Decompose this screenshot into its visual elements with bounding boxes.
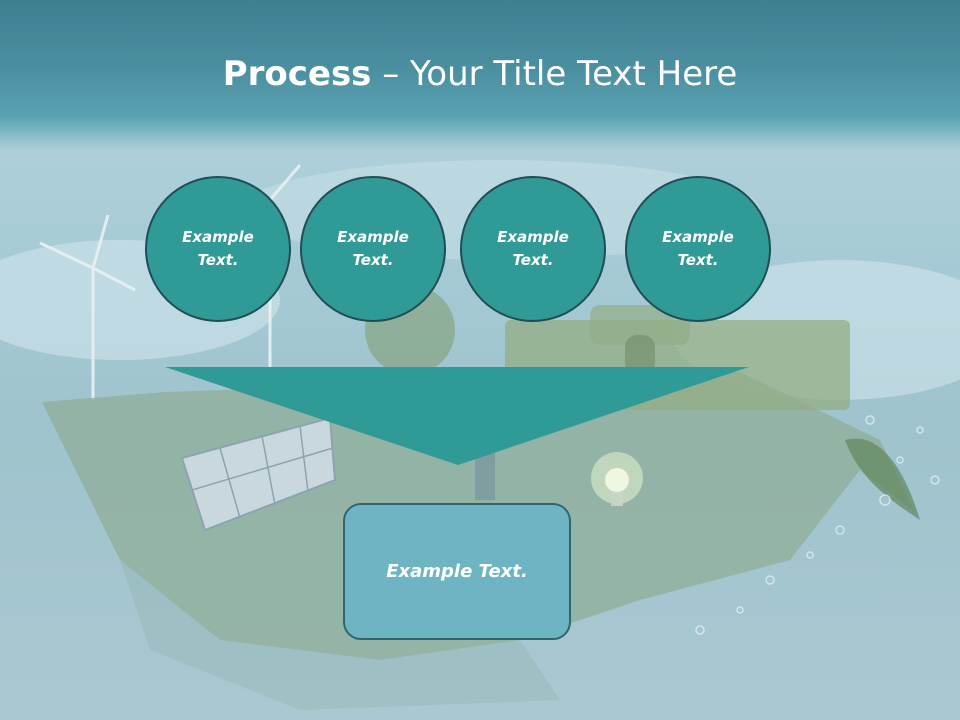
process-step-label: Example Text. — [337, 228, 409, 269]
water-bubbles — [695, 415, 940, 635]
slide-title: Process – Your Title Text Here — [0, 52, 960, 96]
title-keyword: Process — [222, 54, 372, 94]
process-step-circle[interactable]: Example Text. — [625, 176, 771, 322]
process-step-circle[interactable]: Example Text. — [460, 176, 606, 322]
solar-panel-icon — [180, 416, 337, 532]
result-label: Example Text. — [386, 561, 528, 582]
title-text: – Your Title Text Here — [371, 54, 738, 94]
leaf — [845, 438, 920, 520]
process-step-label: Example Text. — [662, 228, 734, 269]
process-step-label: Example Text. — [182, 228, 254, 269]
funnel-arrow[interactable] — [165, 367, 749, 467]
process-step-circle[interactable]: Example Text. — [300, 176, 446, 322]
process-step-circle[interactable]: Example Text. — [145, 176, 291, 322]
title-band — [0, 0, 960, 150]
process-step-label: Example Text. — [497, 228, 569, 269]
light-bulb-icon — [591, 452, 643, 506]
result-box[interactable]: Example Text. — [343, 503, 571, 640]
